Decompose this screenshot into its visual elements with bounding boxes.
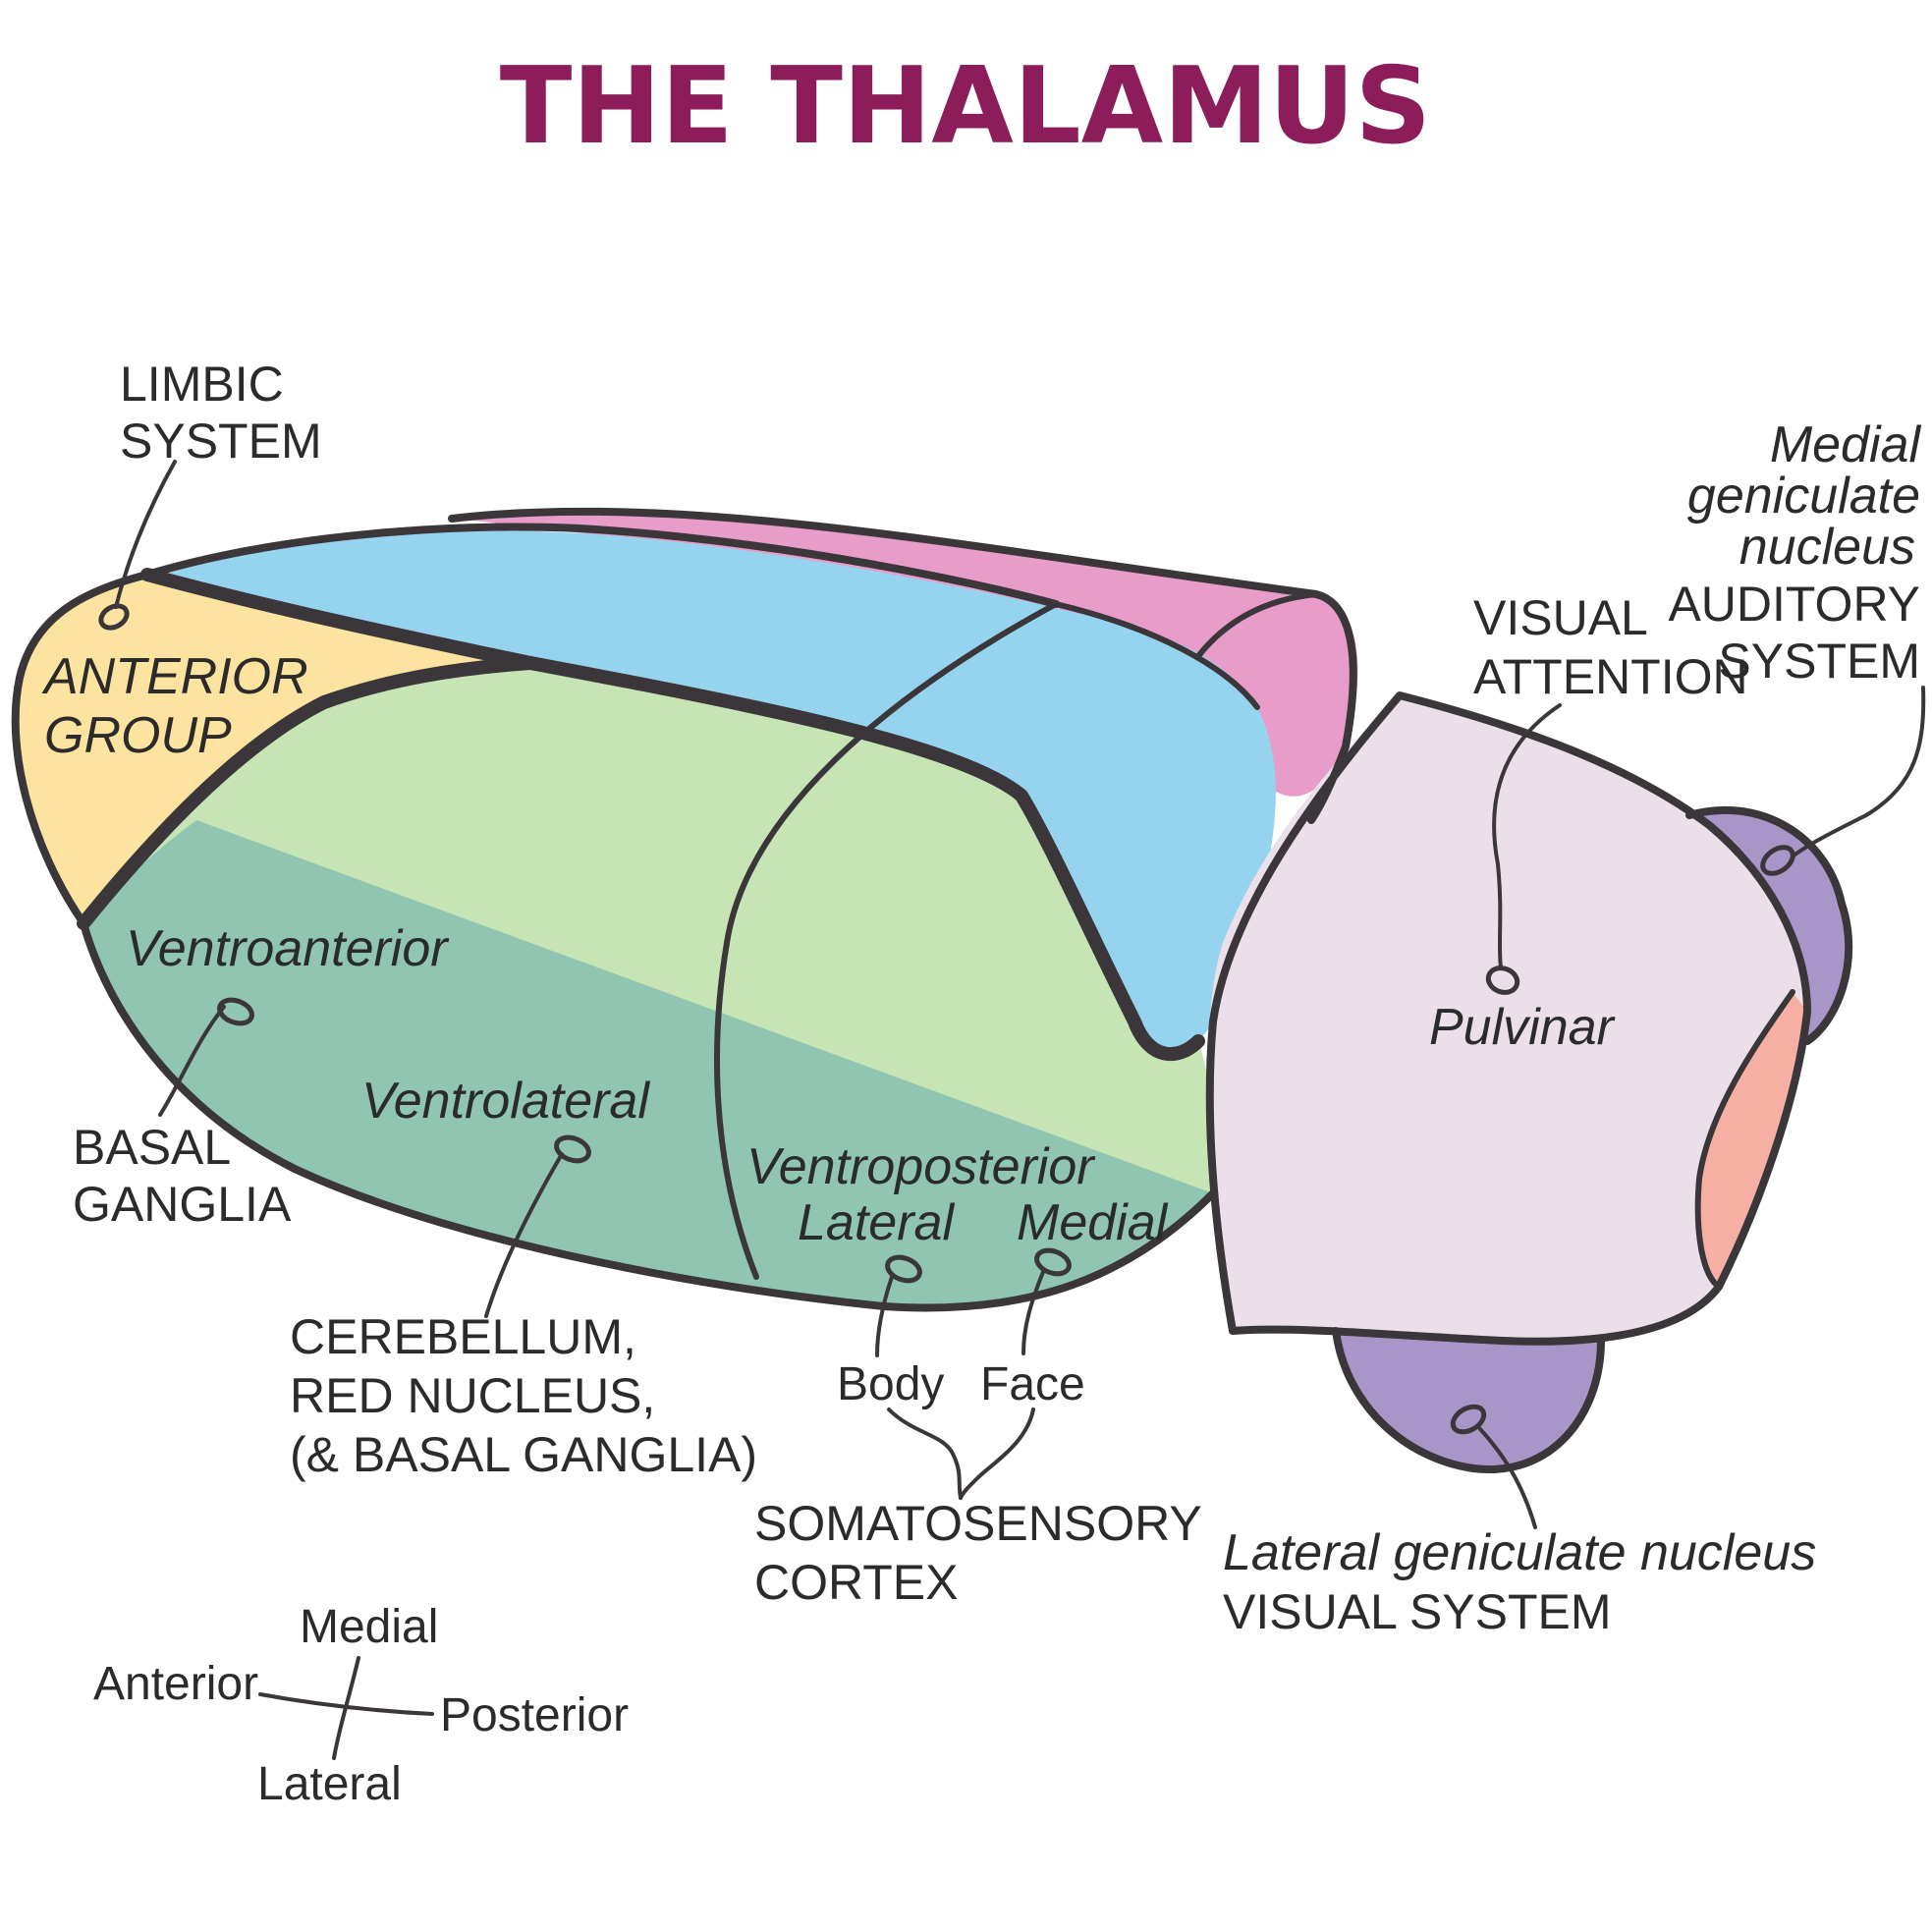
pulvinar-label: Pulvinar <box>1429 999 1617 1056</box>
ventrolateral-label: Ventrolateral <box>361 1073 650 1130</box>
dorsal-blue-region <box>147 530 1276 1057</box>
pulvinar-pin <box>1485 966 1520 995</box>
ventroposterior-label: Ventroposterior <box>746 1138 1096 1195</box>
limbic-label-2: SYSTEM <box>120 414 322 469</box>
somatosensory-label-2: CORTEX <box>754 1555 958 1610</box>
pulvinar-contour <box>1205 691 1811 1346</box>
vpm-pin <box>1034 1247 1072 1277</box>
limbic-leader <box>114 460 177 609</box>
vpm-leader <box>1021 1270 1045 1355</box>
compass-medial: Medial <box>300 1601 438 1653</box>
dorsal-ventral-divider <box>140 568 1205 1061</box>
face-label: Face <box>980 1358 1085 1410</box>
ventrolateral-pin <box>554 1134 591 1164</box>
compass-vertical-line <box>332 1656 360 1760</box>
vpl-pin <box>885 1254 922 1284</box>
anterior-group-region <box>15 575 531 923</box>
visual-attention-label-2: ATTENTION <box>1473 649 1748 704</box>
pulvinar-region <box>1207 695 1807 1342</box>
mgn-label-2: geniculate <box>1687 468 1920 524</box>
salmon-contour <box>1694 989 1795 1290</box>
upper-contour <box>448 507 1357 824</box>
cerebellum-label-2: RED NUCLEUS, <box>290 1368 655 1423</box>
mgn-label-1: Medial <box>1770 416 1922 473</box>
anterior-ventral-divider <box>77 656 537 930</box>
outer-left-contour <box>11 571 1217 1312</box>
auditory-leader <box>1791 686 1926 858</box>
basal-ganglia-label-2: GANGLIA <box>73 1177 292 1232</box>
visual-attention-label-1: VISUAL <box>1473 590 1648 645</box>
vpl-leader <box>875 1275 894 1357</box>
face-bracket <box>959 1408 1035 1500</box>
compass-posterior: Posterior <box>440 1689 629 1741</box>
lateral-geniculate-region <box>1336 1321 1601 1470</box>
body-label: Body <box>837 1358 944 1410</box>
cerebellum-label-3: (& BASAL GANGLIA) <box>290 1427 757 1482</box>
body-bracket <box>887 1408 963 1500</box>
dorsal-pink-region <box>452 511 1358 797</box>
compass-lateral: Lateral <box>257 1758 402 1810</box>
somatosensory-label-1: SOMATOSENSORY <box>754 1496 1202 1551</box>
vp-lateral-label: Lateral <box>798 1194 955 1251</box>
anterior-group-label-1: ANTERIOR <box>41 648 308 705</box>
cerebellum-leader <box>484 1152 564 1318</box>
page-title: THE THALAMUS <box>500 45 1431 168</box>
lateral-geniculate-contour <box>1332 1327 1605 1474</box>
lgn-label-2: VISUAL SYSTEM <box>1223 1584 1611 1639</box>
ventroanterior-pin <box>217 997 254 1026</box>
orientation-compass: Medial Anterior Posterior Lateral <box>93 1601 629 1810</box>
lateral-geniculate-leader <box>1478 1427 1537 1529</box>
internal-lamina-line <box>714 601 1059 1280</box>
mgn-label-3: nucleus <box>1739 519 1915 576</box>
medial-geniculate-contour <box>1685 805 1853 1045</box>
lateral-geniculate-pin <box>1450 1404 1487 1435</box>
anterior-pin <box>98 603 130 631</box>
salmon-region <box>1697 992 1807 1287</box>
ventroanterior-label: Ventroanterior <box>126 920 450 977</box>
vp-medial-label: Medial <box>1017 1194 1169 1251</box>
compass-anterior: Anterior <box>93 1658 258 1710</box>
auditory-label-1: AUDITORY <box>1668 577 1920 632</box>
auditory-label-2: SYSTEM <box>1718 634 1920 689</box>
blue-top-contour <box>143 523 1060 608</box>
visual-attention-leader <box>1492 703 1562 969</box>
medial-geniculate-pin <box>1760 845 1795 876</box>
lgn-label-1: Lateral geniculate nucleus <box>1223 1524 1816 1581</box>
basal-ganglia-leader <box>158 1005 226 1117</box>
anterior-group-label-2: GROUP <box>44 707 232 764</box>
cerebellum-label-1: CEREBELLUM, <box>290 1309 636 1364</box>
basal-ganglia-label-1: BASAL <box>73 1120 231 1175</box>
pink-inner-contour <box>1195 591 1319 659</box>
ventral-teal-region <box>83 820 1213 1308</box>
blue-right-contour <box>1053 601 1260 710</box>
limbic-label-1: LIMBIC <box>120 357 284 412</box>
